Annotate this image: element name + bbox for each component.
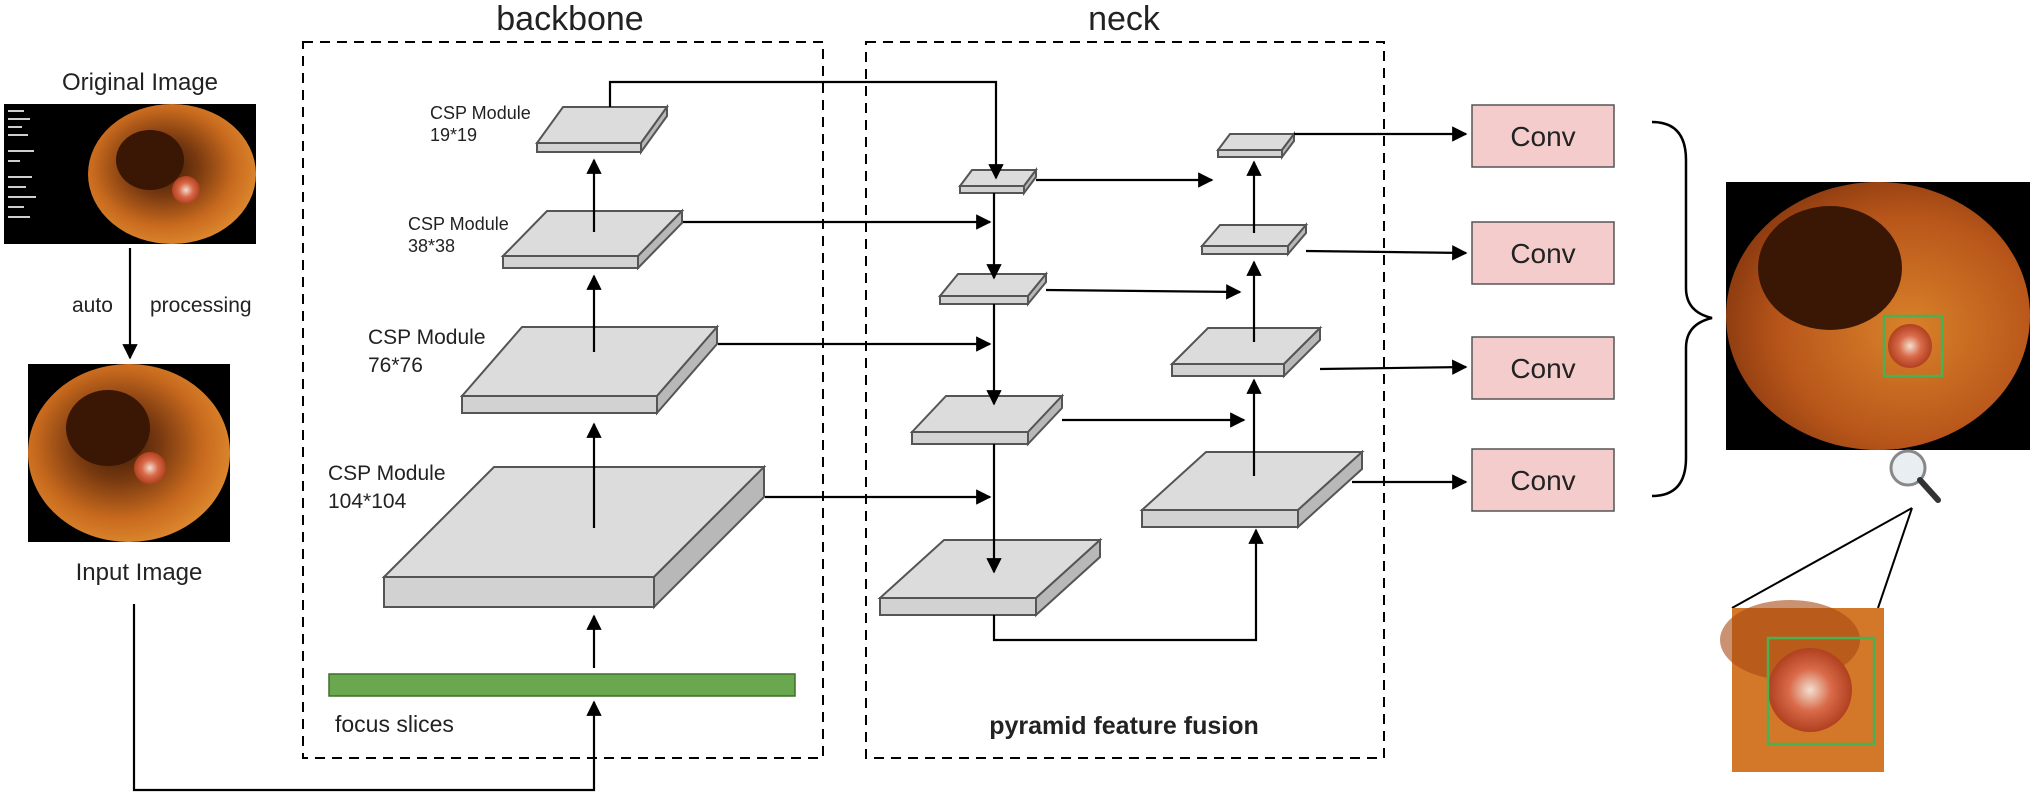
auto-label: auto [72,294,113,317]
backbone-title: backbone [496,0,643,38]
csp-block-76 [459,324,720,416]
input-image-label: Input Image [76,559,203,586]
neck-region [865,41,1385,759]
csp-label-76-size: 76*76 [368,354,423,377]
pyramid-caption: pyramid feature fusion [989,712,1259,740]
focus-slices-label: focus slices [335,711,454,737]
processing-label: processing [150,294,252,317]
output-image [1726,182,2030,450]
conv-label-4: Conv [1510,465,1575,496]
input-image [28,364,230,542]
zoomed-polyp-image [1720,600,1884,772]
neck-td-block-1 [958,167,1038,196]
original-image-label: Original Image [62,69,218,96]
detection-box [1882,314,1944,378]
focus-slices-bar [328,673,796,697]
zoomed-detection-box [1766,636,1876,746]
neck-td-block-2 [937,271,1049,307]
backbone-region [302,41,824,759]
csp-block-38 [500,208,685,271]
neck-bottom-link [992,528,1264,642]
conv-label-2: Conv [1510,238,1575,269]
output-brace [1651,120,1713,498]
neck-title: neck [1088,0,1161,38]
conv-box-3: Conv [1471,336,1615,400]
neck-to-conv-arrows [1294,126,1468,490]
neck-bu-block-3 [1169,325,1323,379]
neck-bu-block-1 [1216,131,1296,160]
original-image [4,104,256,244]
input-route-line [132,604,602,792]
neck-td-block-4 [877,537,1103,618]
neck-td-block-3 [909,393,1065,447]
neck-horizontal-arrows [1036,172,1246,428]
lateral-connections [608,80,1004,505]
magnifier-icon [1889,449,1941,503]
conv-label-1: Conv [1510,121,1575,152]
csp-label-19-name: CSP Module [430,103,531,123]
zoom-lines [1731,507,1913,609]
csp-label-104-size: 104*104 [328,490,407,513]
conv-box-4: Conv [1471,448,1615,512]
csp-label-19-size: 19*19 [430,125,477,145]
conv-label-3: Conv [1510,353,1575,384]
conv-box-1: Conv [1471,104,1615,168]
csp-label-38-size: 38*38 [408,236,455,256]
neck-bu-block-4 [1139,449,1365,530]
csp-block-19 [535,103,669,156]
csp-label-38-name: CSP Module [408,214,509,234]
csp-label-104-name: CSP Module [328,462,446,485]
neck-bu-block-2 [1199,222,1309,257]
csp-label-76-name: CSP Module [368,326,486,349]
conv-box-2: Conv [1471,221,1615,285]
csp-block-104 [381,464,767,610]
